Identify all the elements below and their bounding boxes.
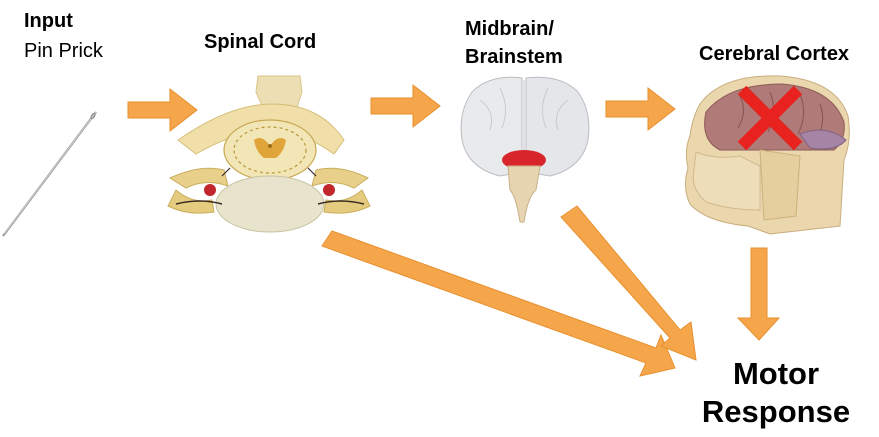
motor-label-line1: Motor: [732, 356, 820, 391]
motor-response-label: Motor Response: [700, 355, 852, 431]
arrow-spinal-to-midbrain: [370, 83, 441, 129]
cerebral-cortex-illustration: [684, 75, 850, 235]
arrow-brainstem-to-motor: [560, 205, 697, 361]
arrow-input-to-spinal: [127, 87, 198, 133]
arrow-cortex-to-motor: [736, 247, 781, 341]
cerebral-cortex-label: Cerebral Cortex: [699, 43, 850, 65]
midbrain-brainstem-illustration: [460, 76, 590, 223]
spinal-cord-label: Spinal Cord: [204, 31, 317, 53]
midbrain-label-line2: Brainstem: [465, 46, 563, 68]
input-title: Input: [24, 10, 73, 32]
motor-label-line2: Response: [701, 394, 851, 429]
input-subtitle: Pin Prick: [24, 40, 103, 62]
midbrain-label: Midbrain/ Brainstem: [465, 15, 563, 71]
midbrain-label-line1: Midbrain/: [465, 18, 554, 40]
pin-icon: [2, 111, 97, 237]
arrow-midbrain-to-cortex: [605, 86, 676, 132]
spinal-cord-illustration: [167, 75, 371, 233]
arrow-spinal-to-motor: [321, 230, 676, 377]
